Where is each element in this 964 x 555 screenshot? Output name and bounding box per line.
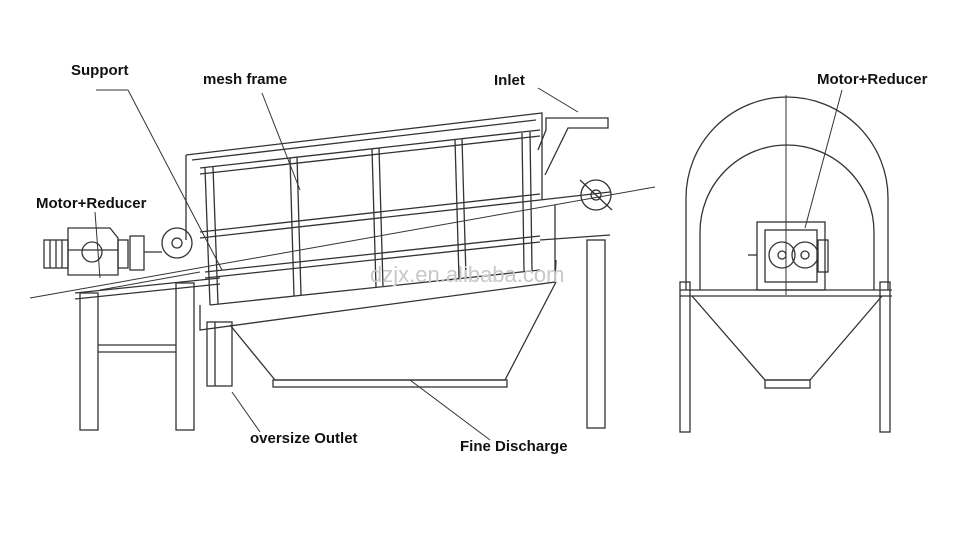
leader-lines-side (94, 87, 579, 441)
watermark: dzjx.en.alibaba.com (370, 262, 565, 287)
mesh-drum (199, 129, 541, 306)
label-mesh-frame: mesh frame (203, 71, 288, 88)
fine-discharge-hopper (199, 259, 557, 388)
end-view (679, 89, 892, 433)
side-view (29, 87, 656, 441)
label-motor-reducer-right: Motor+Reducer (817, 71, 928, 88)
label-support: Support (71, 62, 129, 79)
inlet-chute (537, 117, 609, 176)
oversize-outlet-chute (206, 321, 233, 387)
center-shaft (29, 186, 656, 299)
label-inlet: Inlet (494, 72, 525, 89)
left-support-frame (74, 277, 221, 431)
label-fine-discharge: Fine Discharge (460, 438, 568, 455)
main-tilted-frame (185, 112, 543, 240)
label-motor-reducer-left: Motor+Reducer (36, 195, 147, 212)
end-motor-reducer (748, 221, 829, 291)
right-support-frame (539, 179, 613, 429)
label-oversize-outlet: oversize Outlet (250, 430, 358, 447)
left-motor-reducer (43, 227, 193, 276)
